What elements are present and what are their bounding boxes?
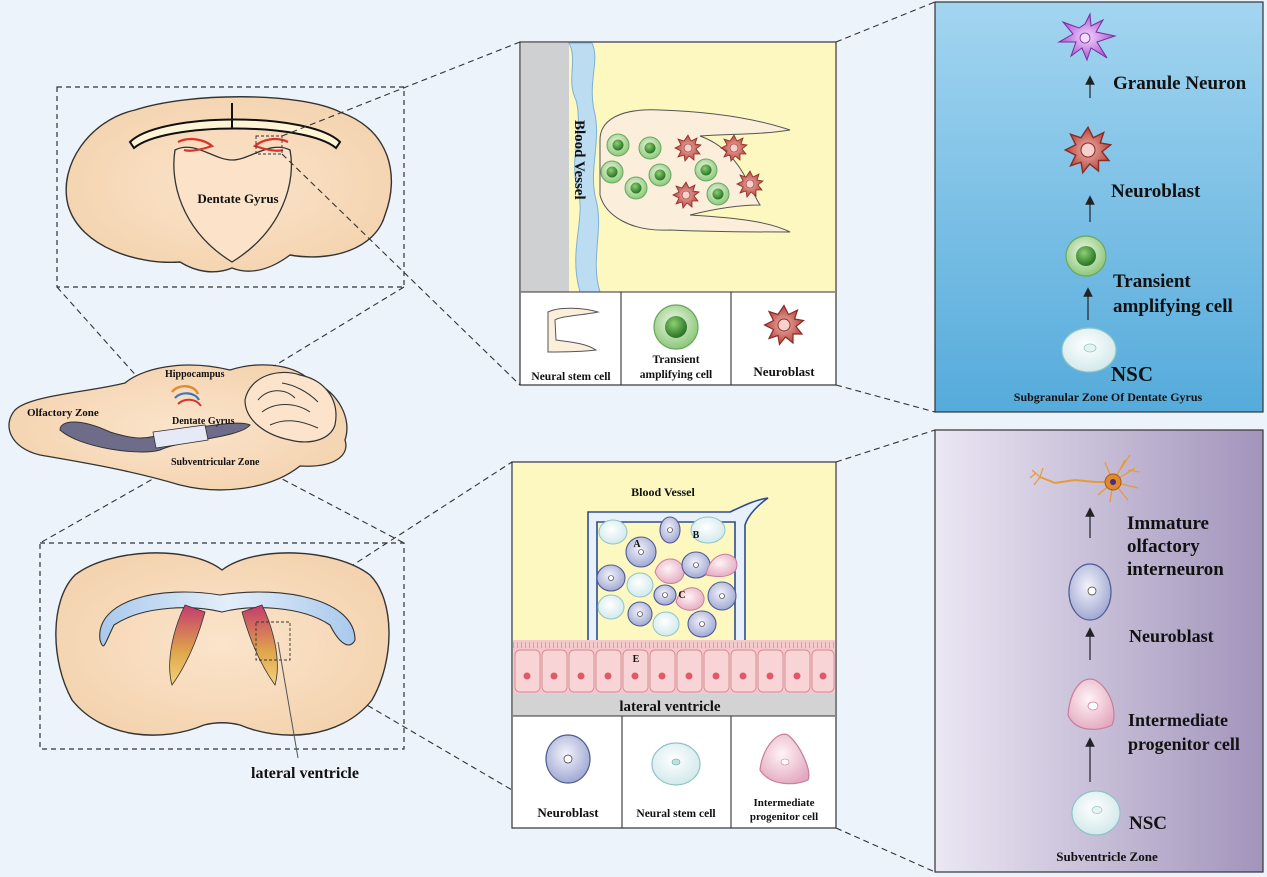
svz-caption: Subventricle Zone xyxy=(1056,849,1158,864)
svz-cell-cluster xyxy=(596,516,738,638)
legend-neural-stem-cell-svz-label: Neural stem cell xyxy=(636,808,715,820)
svz-neuroblast-label: Neuroblast xyxy=(1129,626,1214,646)
legend-transient-amplifying-icon xyxy=(653,304,699,350)
ventricle-pointer-line xyxy=(277,641,299,759)
legend-neuroblast-svz-label: Neuroblast xyxy=(537,805,599,820)
granule-neuron-icon xyxy=(1057,12,1117,62)
svz-immature-line1: Immature xyxy=(1127,513,1209,534)
legend-intermediate-line1: Intermediate xyxy=(753,797,814,809)
sgz-transient-line1: Transient xyxy=(1113,271,1191,292)
sgz-transient-amplifying-icon xyxy=(1065,235,1107,277)
olfactory-interneuron-icon xyxy=(1029,454,1141,503)
lateral-ventricle-label: lateral ventricle xyxy=(251,765,359,782)
hippocampus-label: Hippocampus xyxy=(165,369,225,380)
svz-blood-vessel-label: Blood Vessel xyxy=(631,485,695,499)
dentate-gyrus-label: Dentate Gyrus xyxy=(197,191,278,206)
svz-nsc-label: NSC xyxy=(1129,813,1167,834)
granule-neuron-label: Granule Neuron xyxy=(1113,73,1247,94)
cerebellum xyxy=(244,371,337,443)
zoom-box-hippocampus xyxy=(56,86,405,288)
legend-neuroblast-label: Neuroblast xyxy=(753,364,815,379)
dentate-gyrus-left xyxy=(177,137,215,152)
lateral-ventricle-band xyxy=(513,694,835,716)
corpus-callosum xyxy=(128,118,342,150)
thalamus-shape xyxy=(173,146,293,263)
lateral-ventricle-body xyxy=(99,591,356,647)
legend-neuroblast-svz-icon xyxy=(545,734,591,784)
sgz-neuroblast-label: Neuroblast xyxy=(1111,181,1201,202)
svz-lineage-panel: Immature olfactory interneuron Neuroblas… xyxy=(934,429,1264,873)
ventricle-horn-right xyxy=(241,604,278,686)
svz-lateral-ventricle-label: lateral ventricle xyxy=(619,699,721,715)
cell-letter-e: E xyxy=(633,654,640,665)
legend-intermediate-line2: progenitor cell xyxy=(750,811,818,823)
sgz-nsc-icon xyxy=(1061,327,1117,373)
cerebellum-folds xyxy=(257,382,319,429)
cell-letter-a: A xyxy=(633,539,641,550)
svz-immature-line3: interneuron xyxy=(1127,559,1224,580)
sgz-detail-panel: Blood Vessel Neural stem cell Transient … xyxy=(519,41,837,386)
legend-transient-line2: amplifying cell xyxy=(640,369,713,381)
legend-transient-line1: Transient xyxy=(652,354,699,366)
sgz-nsc-label: NSC xyxy=(1111,362,1153,386)
ependymal-layer xyxy=(513,640,835,694)
dg-zoom-marker xyxy=(255,135,283,155)
svz-neuroblast-icon xyxy=(1068,563,1112,621)
svz-intermediate-line1: Intermediate xyxy=(1128,710,1228,730)
cell-letter-b: B xyxy=(693,530,700,541)
svz-zoom-marker xyxy=(255,621,291,661)
svz-box xyxy=(152,424,209,449)
ventricle-horn-left xyxy=(169,604,206,686)
blood-vessel-wall xyxy=(521,43,569,292)
sgz-transient-line2: amplifying cell xyxy=(1113,296,1233,317)
coronal-svz-section: lateral ventricle xyxy=(39,542,405,782)
svz-immature-line2: olfactory xyxy=(1127,536,1200,557)
dentate-gyrus-sagittal-label: Dentate Gyrus xyxy=(172,416,235,427)
legend-neural-stem-cell-svz-icon xyxy=(651,742,701,786)
hippocampus-arc-orange xyxy=(171,385,200,395)
zoom-box-svz xyxy=(39,542,405,750)
svz-brain-outline xyxy=(55,552,390,736)
hippocampus-arc-blue xyxy=(174,392,200,401)
legend-neural-stem-cell-icon xyxy=(547,307,600,353)
olfactory-zone-label: Olfactory Zone xyxy=(27,407,99,419)
dentate-gyrus-right xyxy=(252,137,289,152)
sagittal-brain: Hippocampus Olfactory Zone Dentate Gyrus… xyxy=(8,364,348,491)
cell-letter-c: C xyxy=(678,590,685,601)
sgz-blood-vessel-label: Blood Vessel xyxy=(571,120,587,200)
legend-neural-stem-cell-label: Neural stem cell xyxy=(531,371,610,383)
svz-nsc-icon xyxy=(1071,790,1121,836)
svz-detail-panel: Blood Vessel xyxy=(511,461,837,829)
svz-blood-vessel xyxy=(587,497,769,646)
subventricular-zone-label: Subventricular Zone xyxy=(171,457,260,468)
svz-intermediate-line2: progenitor cell xyxy=(1128,734,1240,754)
sgz-caption: Subgranular Zone Of Dentate Gyrus xyxy=(1014,390,1203,404)
coronal-hippocampus-section: Dentate Gyrus xyxy=(56,86,405,288)
sgz-lineage-panel: Granule Neuron Neuroblast Transient ampl… xyxy=(934,1,1264,413)
